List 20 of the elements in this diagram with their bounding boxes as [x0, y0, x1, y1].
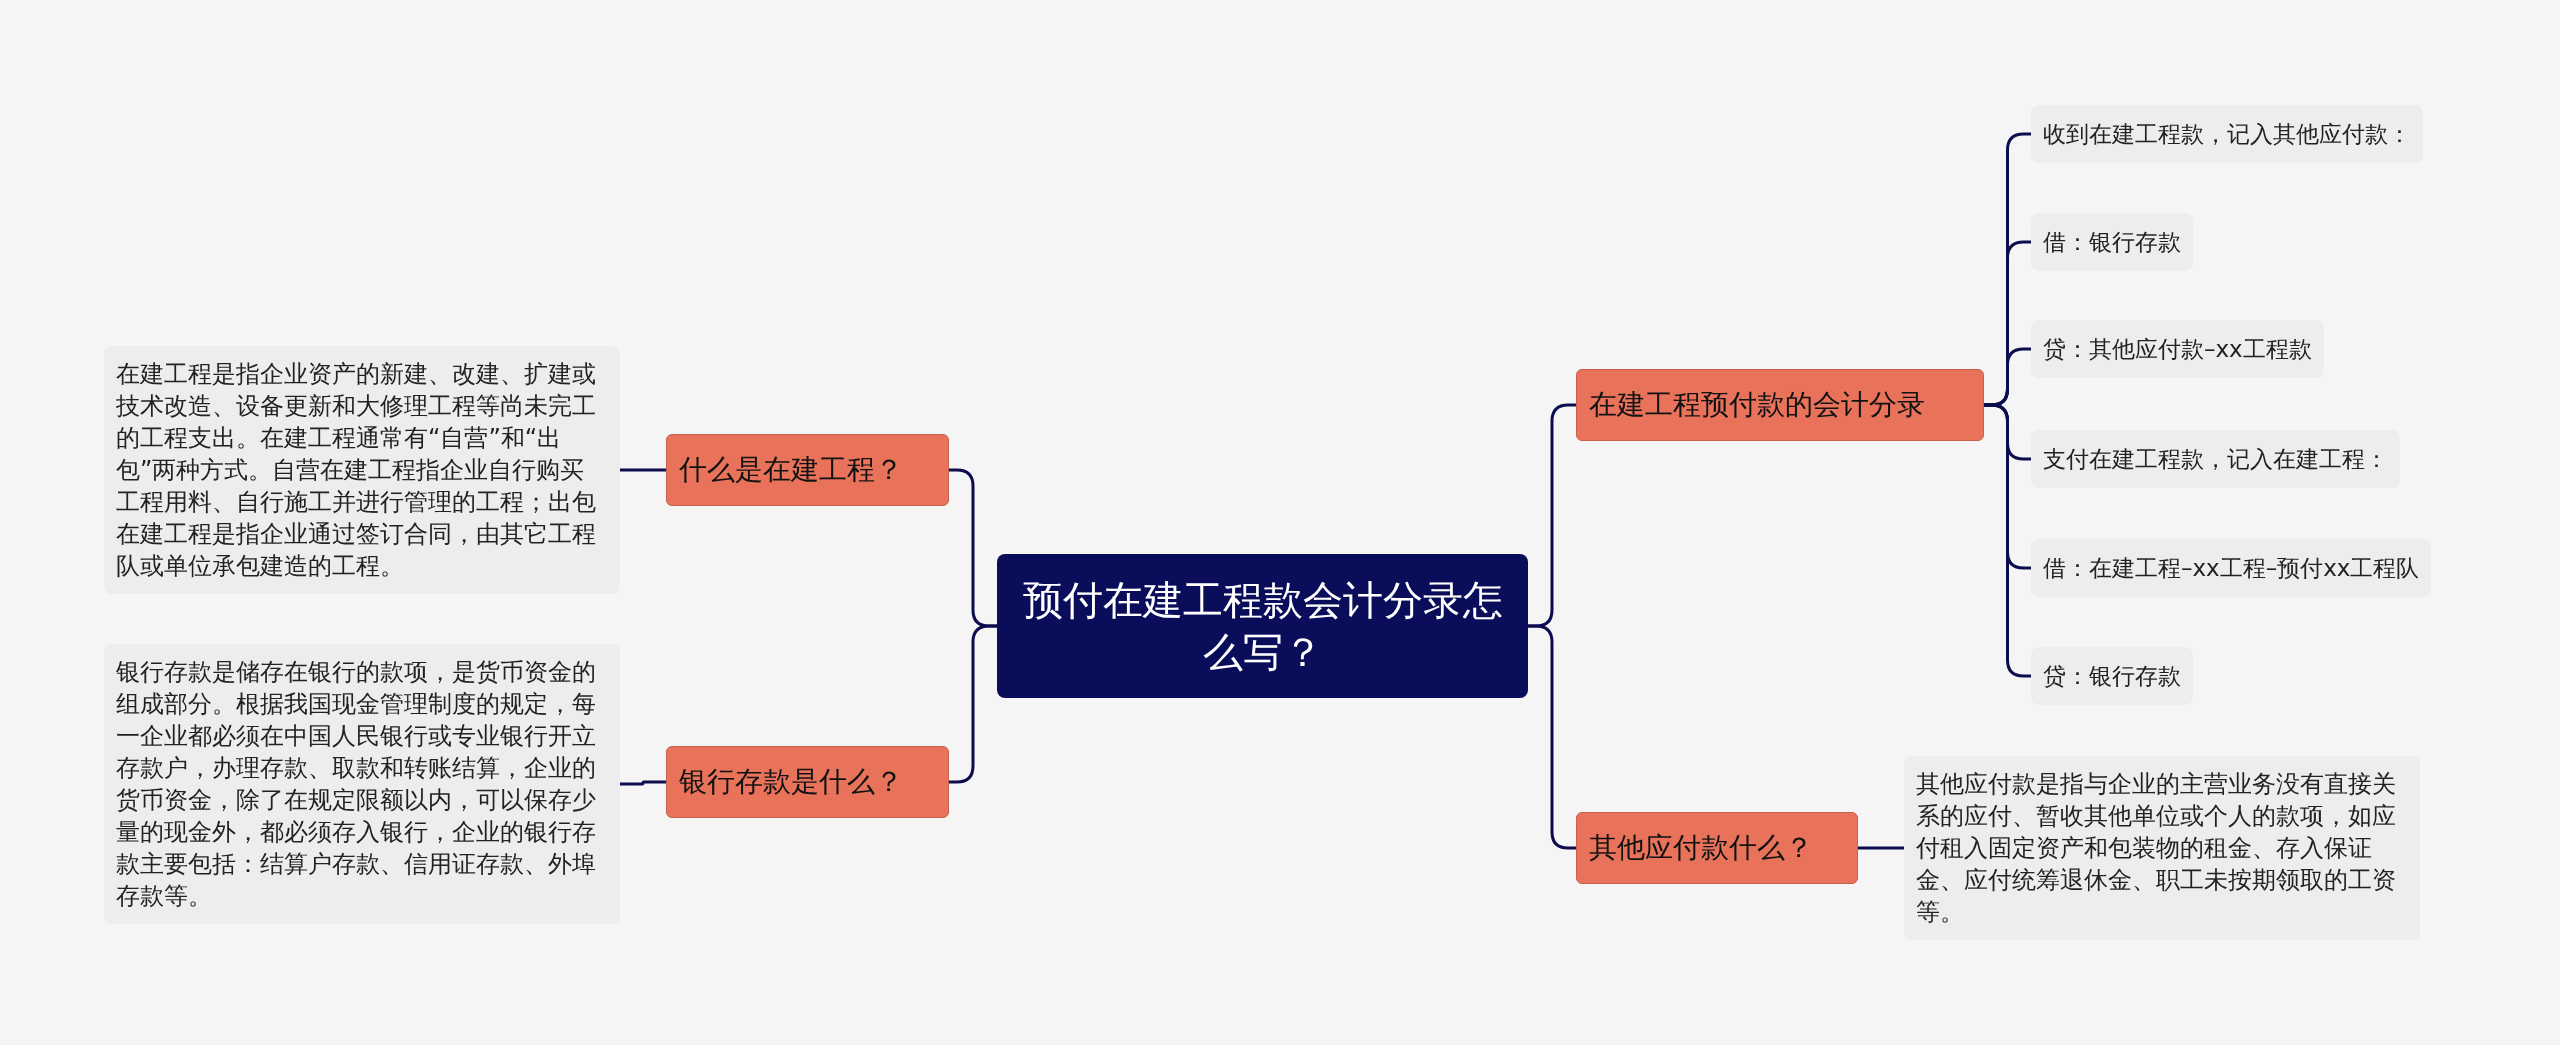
- connector-line: [1858, 846, 1904, 850]
- entry-box: 借：在建工程–xx工程–预付xx工程队: [2031, 539, 2432, 597]
- entry-box: 支付在建工程款，记入在建工程：: [2031, 430, 2400, 488]
- note-card: 在建工程是指企业资产的新建、改建、扩建或技术改造、设备更新和大修理工程等尚未完工的工程支出。在建工程通常有“自营”和“出包”两种方式。自营在建工程指企业自行购买工程用料、自行施工并进行管理的工程；出包在建工程是指企业通过签订合同，由其它工程队或单位承包建造的工程。: [104, 346, 620, 594]
- note-card: 其他应付款是指与企业的主营业务没有直接关系的应付、暂收其他单位或个人的款项，如应付租入固定资产和包装物的租金、存入保证金、应付统筹退休金、职工未按期领取的工资等。: [1904, 756, 2420, 940]
- connector-line: [620, 468, 666, 472]
- entry-box: 收到在建工程款，记入其他应付款：: [2031, 105, 2423, 163]
- connector-line: [620, 780, 666, 786]
- root-topic-box: 预付在建工程款会计分录怎么写？: [997, 554, 1528, 698]
- connector-line: [1528, 624, 1576, 850]
- entry-box: 借：银行存款: [2031, 213, 2193, 271]
- connector-line: [949, 624, 997, 784]
- note-card: 银行存款是储存在银行的款项，是货币资金的组成部分。根据我国现金管理制度的规定，每一企业都必须在中国人民银行或专业银行开立存款户，办理存款、取款和转账结算，企业的货币资金，除了在规定限额以内，可以保存少量的现金外，都必须存入银行，企业的银行存款主要包括：结算户存款、信用证存款、外埠存款等。: [104, 644, 620, 924]
- connector-line: [1984, 403, 2031, 678]
- topic-box: 其他应付款什么？: [1576, 812, 1858, 884]
- topic-box: 什么是在建工程？: [666, 434, 949, 506]
- entry-box: 贷：其他应付款–xx工程款: [2031, 320, 2324, 378]
- topic-box: 在建工程预付款的会计分录: [1576, 369, 1984, 441]
- entry-box: 贷：银行存款: [2031, 647, 2193, 705]
- topic-box: 银行存款是什么？: [666, 746, 949, 818]
